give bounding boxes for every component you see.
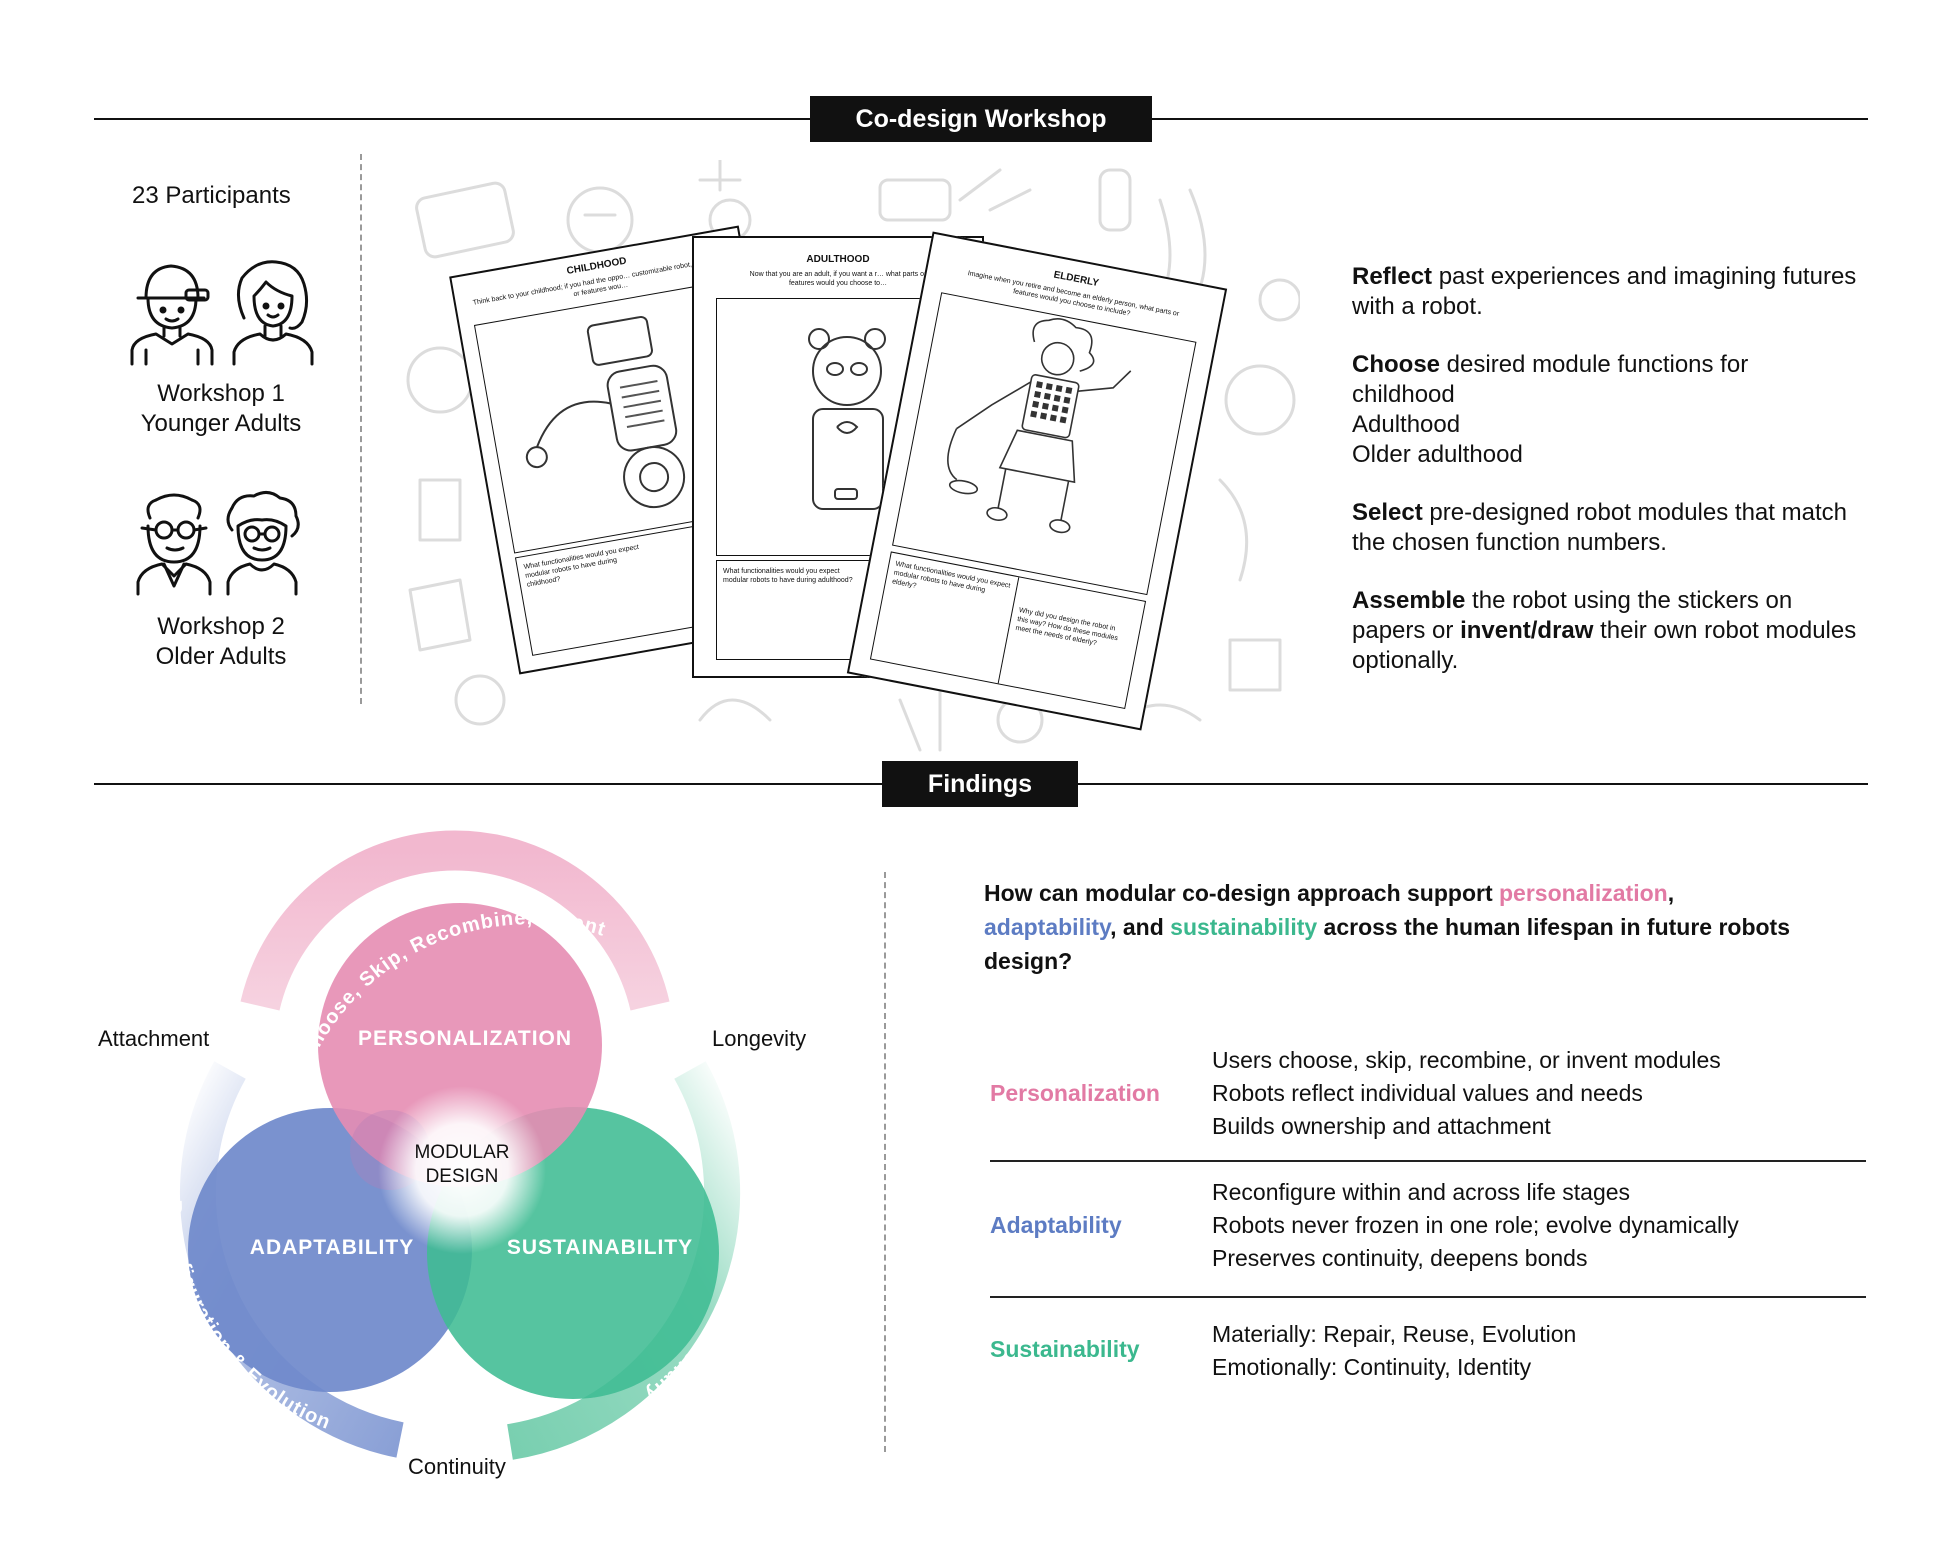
center-label-line-2: DESIGN <box>426 1166 499 1187</box>
center-label-line-1: MODULAR <box>414 1142 509 1163</box>
step-assemble: Assemble the robot using the stickers on… <box>1352 586 1872 676</box>
workshop-steps: Reflect past experiences and imagining f… <box>1352 262 1872 704</box>
adaptability-finding-1: Reconfigure within and across life stage… <box>1212 1179 1631 1205</box>
participants-count: 23 Participants <box>132 182 291 209</box>
personalization-ring <box>240 830 670 1011</box>
step-assemble-text: the robot using the stickers on papers o… <box>1352 587 1793 644</box>
childhood-robot-sketch <box>525 315 686 509</box>
sustainability-finding-1: Materially: Repair, Reuse, Evolution <box>1212 1321 1577 1347</box>
step-assemble-text-2: their own robot modules optionally. <box>1352 617 1857 674</box>
findings-divider <box>884 872 886 1452</box>
step-reflect-verb: Reflect <box>1352 263 1433 290</box>
adulthood-robot-sketch <box>808 328 886 510</box>
sustainability-finding-2: Emotionally: Continuity, Identity <box>1212 1354 1532 1380</box>
childhood-worksheet: CHILDHOOD Think back to your childhood; … <box>449 225 809 675</box>
step-assemble-verb: Assemble <box>1352 587 1466 614</box>
elderly-question-2: Why did you design the robot in this way… <box>1014 607 1119 648</box>
adaptability-finding-3: Preserves continuity, deepens bonds <box>1212 1245 1588 1271</box>
corner-label-continuity: Continuity <box>408 1454 506 1479</box>
findings-header: Findings <box>882 761 1078 807</box>
step-choose-stage-3: Older adulthood <box>1352 441 1523 468</box>
step-reflect: Reflect past experiences and imagining f… <box>1352 262 1872 322</box>
workshop-divider <box>360 154 362 704</box>
row-lines-personalization: Users choose, skip, recombine, or invent… <box>1212 1044 1721 1143</box>
research-question: How can modular co-design approach suppo… <box>984 876 1824 978</box>
personalization-circle <box>318 903 602 1187</box>
question-part-1: How can modular co-design approach suppo… <box>984 880 1499 906</box>
step-select: Select pre-designed robot modules that m… <box>1352 498 1872 558</box>
elderly-drawing-area <box>892 292 1197 596</box>
step-choose-verb: Choose <box>1352 351 1441 378</box>
question-part-4: across the human lifespan in future robo… <box>984 914 1791 974</box>
childhood-drawing-area <box>473 279 773 554</box>
row-label-sustainability: Sustainability <box>990 1336 1140 1362</box>
row-label-personalization: Personalization <box>990 1080 1160 1106</box>
personalization-finding-3: Builds ownership and attachment <box>1212 1113 1551 1139</box>
step-reflect-text: past experiences and imagining futures w… <box>1352 263 1857 320</box>
question-part-2: , <box>1667 880 1675 906</box>
modular-design-venn-diagram: Choose, Skip, Recombine, Invent Reconfig… <box>163 830 766 1460</box>
personalization-label: PERSONALIZATION <box>358 1027 572 1050</box>
step-choose-stage-2: Adulthood <box>1352 411 1461 438</box>
adaptability-label: ADAPTABILITY <box>250 1236 414 1259</box>
step-choose-stage-1: childhood <box>1352 381 1455 408</box>
question-keyword-adaptability: adaptability <box>984 914 1111 940</box>
workshop-1-group: Younger Adults <box>140 410 302 437</box>
elderly-worksheet: ELDERLY Imagine when you retire and beco… <box>846 231 1228 731</box>
question-keyword-personalization: personalization <box>1499 880 1668 906</box>
personalization-finding-1: Users choose, skip, recombine, or invent… <box>1212 1047 1721 1073</box>
adulthood-sheet-title: ADULTHOOD <box>806 254 870 265</box>
workshop-1-title: Workshop 1 <box>157 380 285 407</box>
corner-label-longevity: Longevity <box>712 1026 807 1051</box>
adulthood-sheet-prompt: Now that you are an adult, if you want a… <box>749 271 927 287</box>
younger-adults-icon <box>130 260 314 366</box>
question-keyword-sustainability: sustainability <box>1170 914 1318 940</box>
row-label-adaptability: Adaptability <box>990 1212 1122 1238</box>
table-divider-1 <box>990 1160 1866 1162</box>
row-lines-sustainability: Materially: Repair, Reuse, Evolution Emo… <box>1212 1318 1576 1384</box>
center-glow <box>378 1086 546 1254</box>
personalization-finding-2: Robots reflect individual values and nee… <box>1212 1080 1643 1106</box>
table-divider-2 <box>990 1296 1866 1298</box>
workshop-2-group: Older Adults <box>155 643 287 670</box>
sustainability-label: SUSTAINABILITY <box>507 1236 693 1259</box>
step-assemble-verb-2: invent/draw <box>1460 617 1594 644</box>
question-part-3: , and <box>1110 914 1171 940</box>
corner-label-attachment: Attachment <box>98 1026 210 1051</box>
step-select-text: pre-designed robot modules that match th… <box>1352 499 1847 556</box>
step-choose: Choose desired module functions for chil… <box>1352 350 1872 470</box>
older-adults-icon <box>136 491 300 596</box>
step-choose-text: desired module functions for <box>1440 351 1749 378</box>
workshop-header: Co-design Workshop <box>810 96 1152 142</box>
adulthood-question: What functionalities would you expect mo… <box>723 568 853 584</box>
elderly-robot-sketch <box>947 318 1132 534</box>
workshop-2-title: Workshop 2 <box>157 613 285 640</box>
step-select-verb: Select <box>1352 499 1423 526</box>
row-lines-adaptability: Reconfigure within and across life stage… <box>1212 1176 1739 1275</box>
elderly-question-1: What functionalities would you expect mo… <box>891 560 1011 595</box>
adaptability-finding-2: Robots never frozen in one role; evolve … <box>1212 1212 1739 1238</box>
